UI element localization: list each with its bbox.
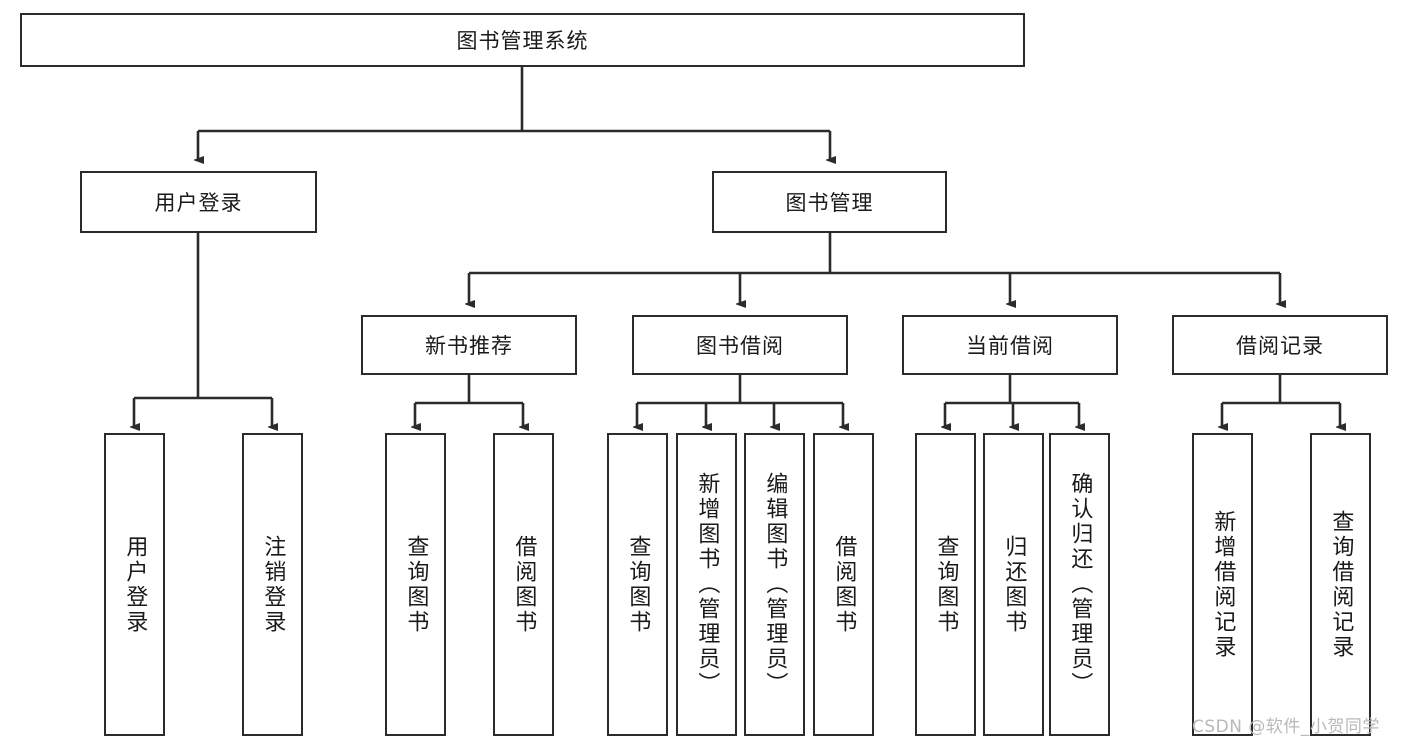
node-label: 查询图书 (403, 534, 429, 635)
node-label: 新书推荐 (425, 334, 513, 358)
leaf-borrow-record-add-record[interactable]: 新增借阅记录 (1192, 433, 1253, 736)
leaf-current-borrow-query-book[interactable]: 查询图书 (915, 433, 976, 736)
node-label: 借阅图书 (831, 534, 857, 635)
node-label: 当前借阅 (966, 334, 1054, 358)
node-label: 用户登录 (122, 534, 148, 635)
node-user-login[interactable]: 用户登录 (80, 171, 317, 233)
leaf-book-borrow-query-book[interactable]: 查询图书 (607, 433, 668, 736)
node-current-borrow[interactable]: 当前借阅 (902, 315, 1118, 375)
leaf-book-borrow-edit-book-admin[interactable]: 编辑图书（管理员） (744, 433, 805, 736)
leaf-current-borrow-confirm-return-admin[interactable]: 确认归还（管理员） (1049, 433, 1110, 736)
node-label: 图书管理系统 (456, 29, 589, 53)
node-book-borrow[interactable]: 图书借阅 (632, 315, 848, 375)
leaf-new-book-borrow-book[interactable]: 借阅图书 (493, 433, 554, 736)
node-label: 新增借阅记录 (1210, 509, 1236, 660)
leaf-book-borrow-add-book-admin[interactable]: 新增图书（管理员） (676, 433, 737, 736)
leaf-borrow-record-query-record[interactable]: 查询借阅记录 (1310, 433, 1371, 736)
csdn-watermark: CSDN @软件_小贺同学 (1192, 717, 1380, 737)
leaf-new-book-query-book[interactable]: 查询图书 (385, 433, 446, 736)
leaf-user-login-logout[interactable]: 注销登录 (242, 433, 303, 736)
node-new-book-recommend[interactable]: 新书推荐 (361, 315, 577, 375)
node-label: 借阅记录 (1236, 334, 1324, 358)
leaf-user-login-login[interactable]: 用户登录 (104, 433, 165, 736)
node-label: 归还图书 (1001, 534, 1027, 635)
node-label: 借阅图书 (511, 534, 537, 635)
node-label: 新增图书（管理员） (694, 472, 720, 697)
node-label: 编辑图书（管理员） (762, 472, 788, 697)
node-label: 用户登录 (154, 191, 243, 215)
node-borrow-record[interactable]: 借阅记录 (1172, 315, 1388, 375)
node-book-management[interactable]: 图书管理 (712, 171, 947, 233)
node-label: 查询图书 (933, 534, 959, 635)
node-label: 图书管理 (785, 191, 874, 215)
node-label: 图书借阅 (696, 334, 784, 358)
node-root-book-management-system[interactable]: 图书管理系统 (20, 13, 1025, 67)
node-label: 查询图书 (625, 534, 651, 635)
node-label: 确认归还（管理员） (1067, 472, 1093, 697)
node-label: 查询借阅记录 (1328, 509, 1354, 660)
leaf-book-borrow-borrow-book[interactable]: 借阅图书 (813, 433, 874, 736)
node-label: 注销登录 (260, 534, 286, 635)
leaf-current-borrow-return-book[interactable]: 归还图书 (983, 433, 1044, 736)
